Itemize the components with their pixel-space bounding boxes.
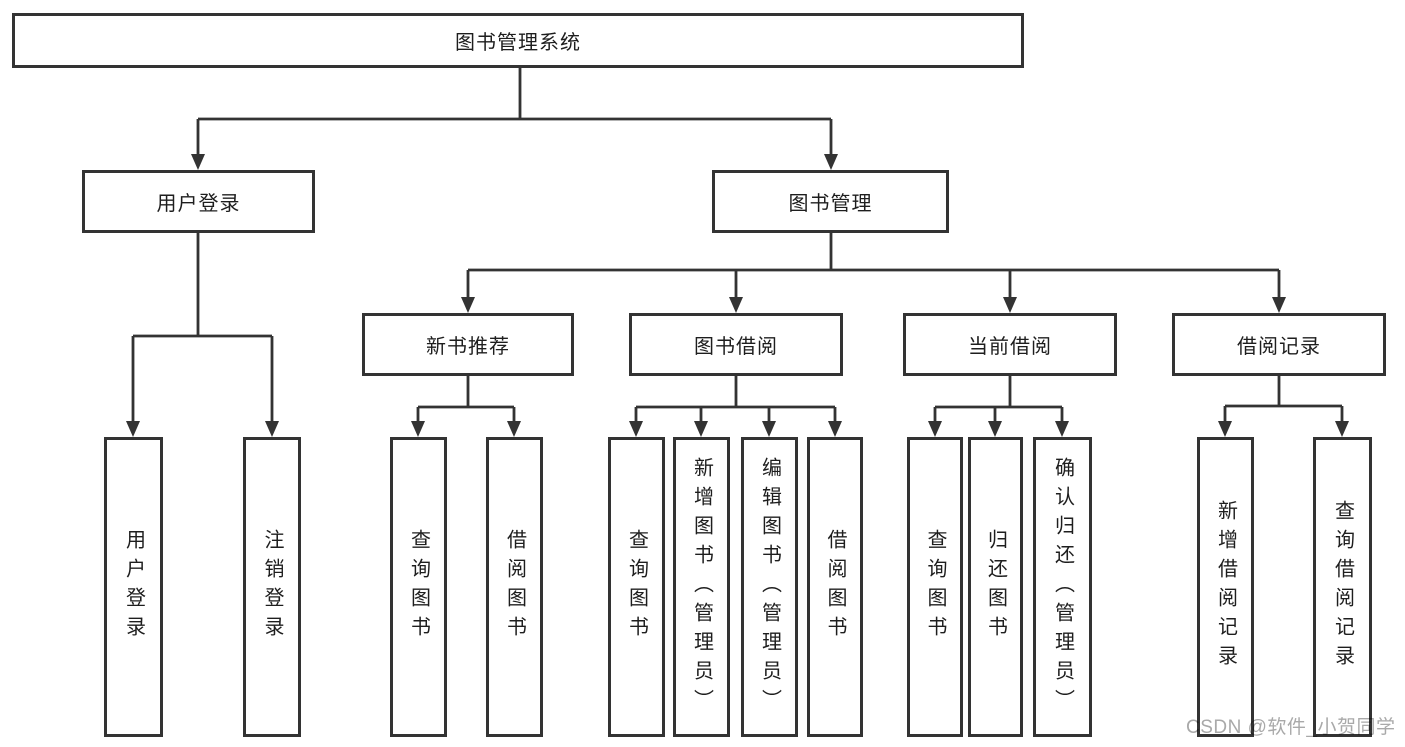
node-leaf-borrow-books-2: 借阅图书 (807, 437, 863, 737)
node-current-borrow: 当前借阅 (903, 313, 1117, 376)
csdn-watermark: CSDN @软件_小贺同学 (1186, 717, 1396, 738)
node-leaf-logout: 注销登录 (243, 437, 301, 737)
node-leaf-query-books-2: 查询图书 (608, 437, 665, 737)
node-leaf-add-books-admin: 新增图书（管理员） (673, 437, 730, 737)
node-leaf-query-books-3: 查询图书 (907, 437, 963, 737)
node-book-management: 图书管理 (712, 170, 949, 233)
node-new-book-recommend: 新书推荐 (362, 313, 574, 376)
node-leaf-confirm-return-admin: 确认归还（管理员） (1033, 437, 1092, 737)
node-leaf-add-borrow-record: 新增借阅记录 (1197, 437, 1254, 737)
node-book-borrow: 图书借阅 (629, 313, 843, 376)
node-borrow-records: 借阅记录 (1172, 313, 1386, 376)
node-leaf-user-login: 用户登录 (104, 437, 163, 737)
node-leaf-borrow-books-1: 借阅图书 (486, 437, 543, 737)
node-leaf-return-books: 归还图书 (968, 437, 1023, 737)
node-leaf-edit-books-admin: 编辑图书（管理员） (741, 437, 798, 737)
node-user-login: 用户登录 (82, 170, 315, 233)
node-leaf-query-books-1: 查询图书 (390, 437, 447, 737)
node-root-system: 图书管理系统 (12, 13, 1024, 68)
node-leaf-query-borrow-record: 查询借阅记录 (1313, 437, 1372, 737)
